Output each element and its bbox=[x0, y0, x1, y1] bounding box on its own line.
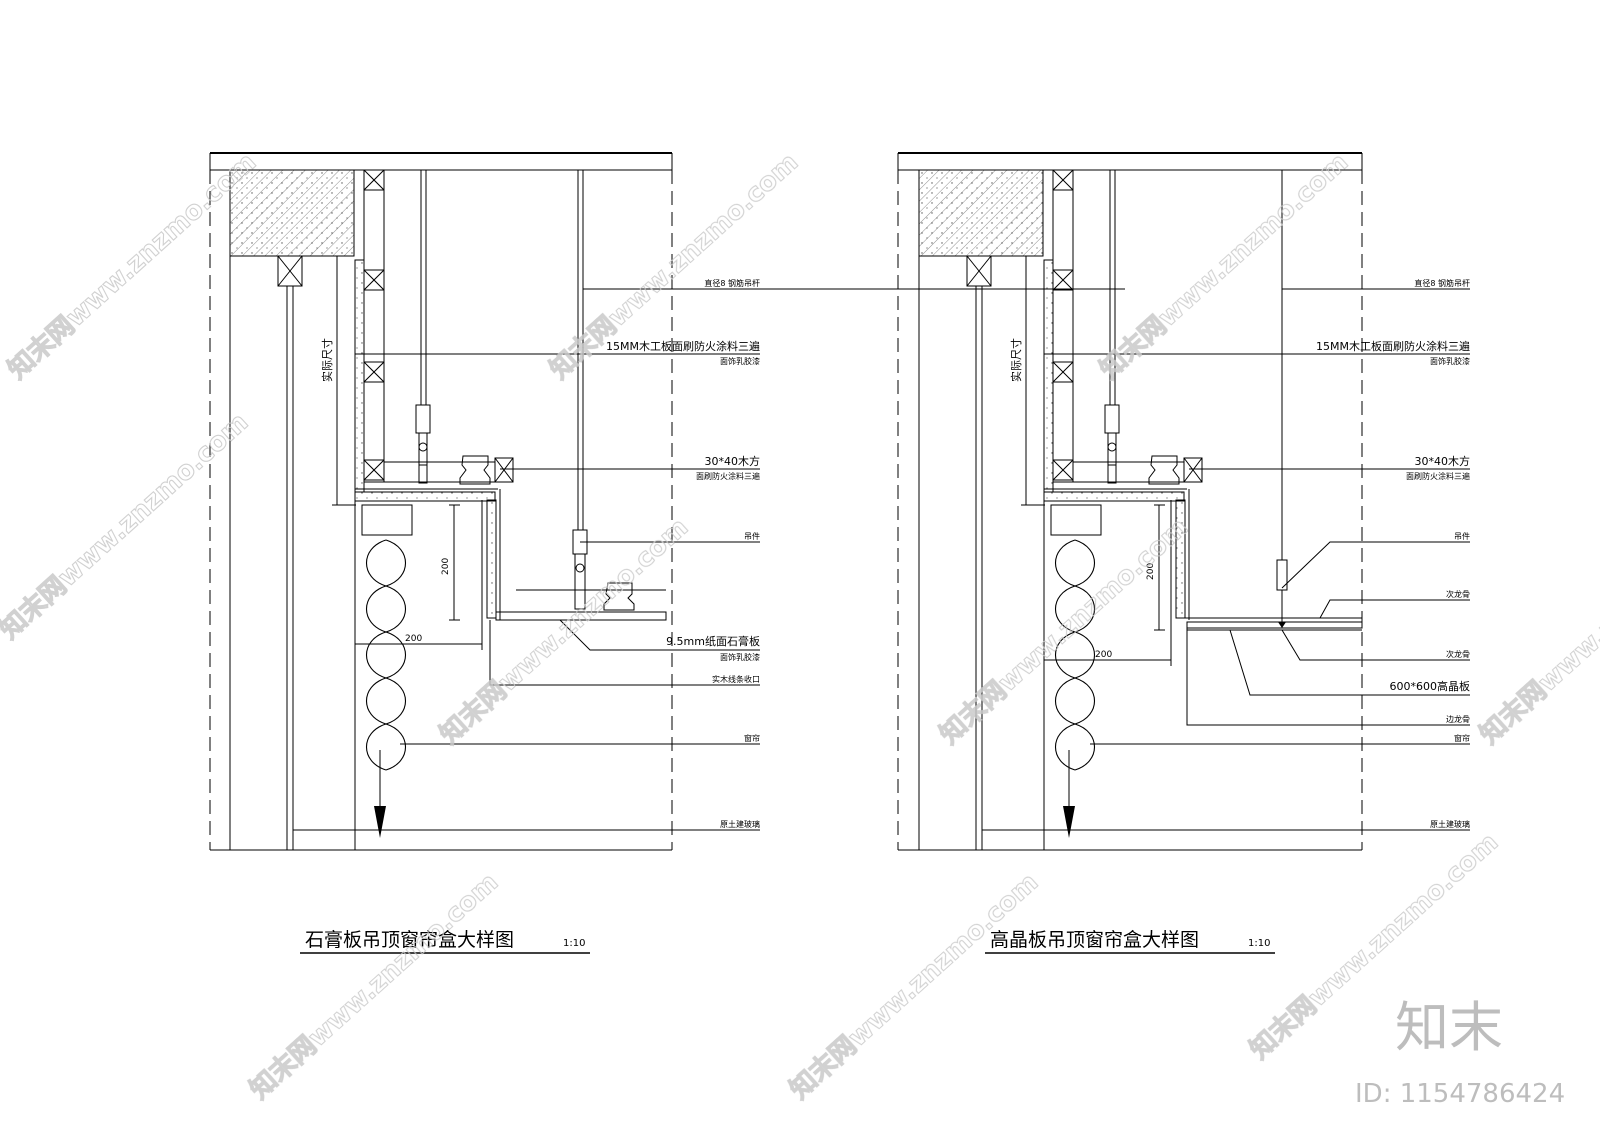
callout-gypsum-sub: 面饰乳胶漆 bbox=[720, 652, 760, 662]
drawing-title-left: 石膏板吊顶窗帘盒大样图 bbox=[305, 928, 514, 951]
right-labels: 实际尺寸 200 200 直径8 钢筋吊杆 15MM木工板面刷防火涂料三遍 面饰… bbox=[985, 278, 1471, 954]
watermark-text: 知末网www.znzmo.com bbox=[1475, 512, 1600, 750]
callout-hanger-rod: 直径8 钢筋吊杆 bbox=[1414, 278, 1470, 288]
watermark-text: 知末网www.znzmo.com bbox=[245, 867, 505, 1105]
callout-curtain: 窗帘 bbox=[1454, 733, 1470, 743]
callout-wood-block: 30*40木方 bbox=[1415, 454, 1471, 468]
drawing-right bbox=[897, 152, 1470, 851]
callout-hanger: 吊件 bbox=[744, 531, 760, 541]
callout-wood-trim: 实木线条收口 bbox=[712, 674, 760, 684]
watermark-text: 知末网www.znzmo.com bbox=[0, 407, 254, 645]
callout-wood-block-sub: 面刷防火涂料三遍 bbox=[1406, 471, 1470, 481]
dim-horizontal-200: 200 bbox=[405, 634, 422, 644]
callout-wood-block: 30*40木方 bbox=[705, 454, 761, 468]
callout-plywood-sub: 面饰乳胶漆 bbox=[1430, 356, 1470, 366]
callout-gypsum: 9.5mm纸面石膏板 bbox=[666, 634, 760, 648]
brand-logo: 知末 ID: 1154786424 bbox=[1355, 996, 1565, 1109]
watermark-text: 知末网www.znzmo.com bbox=[935, 512, 1195, 750]
watermark-text: 知末网www.znzmo.com bbox=[785, 867, 1045, 1105]
watermark-text: 知末网www.znzmo.com bbox=[435, 512, 695, 750]
dim-vertical-200: 200 bbox=[441, 558, 451, 575]
callout-crystal-board: 600*600高晶板 bbox=[1390, 679, 1471, 693]
dim-vertical-200: 200 bbox=[1146, 563, 1156, 580]
callout-edge-keel: 边龙骨 bbox=[1446, 714, 1470, 724]
side-dimension-label: 实际尺寸 bbox=[1009, 338, 1023, 382]
drawing-scale-left: 1:10 bbox=[563, 938, 585, 949]
callout-glass: 原土建玻璃 bbox=[1430, 819, 1470, 829]
callout-plywood: 15MM木工板面刷防火涂料三遍 bbox=[606, 339, 760, 353]
callout-wood-block-sub: 面刷防火涂料三遍 bbox=[696, 471, 760, 481]
callout-secondary-keel-1: 次龙骨 bbox=[1446, 589, 1470, 599]
side-dimension-label: 实际尺寸 bbox=[320, 338, 334, 382]
callout-glass: 原土建玻璃 bbox=[720, 819, 760, 829]
watermark-text: 知末网www.znzmo.com bbox=[3, 147, 263, 385]
watermark-layer: 知末网www.znzmo.com 知末网www.znzmo.com 知末网www… bbox=[0, 147, 1600, 1106]
callout-plywood: 15MM木工板面刷防火涂料三遍 bbox=[1316, 339, 1470, 353]
callout-secondary-keel-2: 次龙骨 bbox=[1446, 649, 1470, 659]
callout-plywood-sub: 面饰乳胶漆 bbox=[720, 356, 760, 366]
drawing-title-right: 高晶板吊顶窗帘盒大样图 bbox=[990, 929, 1199, 951]
left-labels: 实际尺寸 200 200 直径8 钢筋吊杆 15MM木工板面刷防火涂料三遍 面饰… bbox=[300, 278, 761, 954]
drawing-scale-right: 1:10 bbox=[1248, 938, 1270, 949]
drawing-left bbox=[209, 152, 1125, 851]
callout-hanger: 吊件 bbox=[1454, 531, 1470, 541]
callout-curtain: 窗帘 bbox=[744, 733, 760, 743]
dim-horizontal-200: 200 bbox=[1095, 650, 1112, 660]
id-label: ID: 1154786424 bbox=[1355, 1079, 1565, 1109]
callout-hanger-rod: 直径8 钢筋吊杆 bbox=[704, 278, 760, 288]
brand-name: 知末 bbox=[1395, 996, 1503, 1059]
